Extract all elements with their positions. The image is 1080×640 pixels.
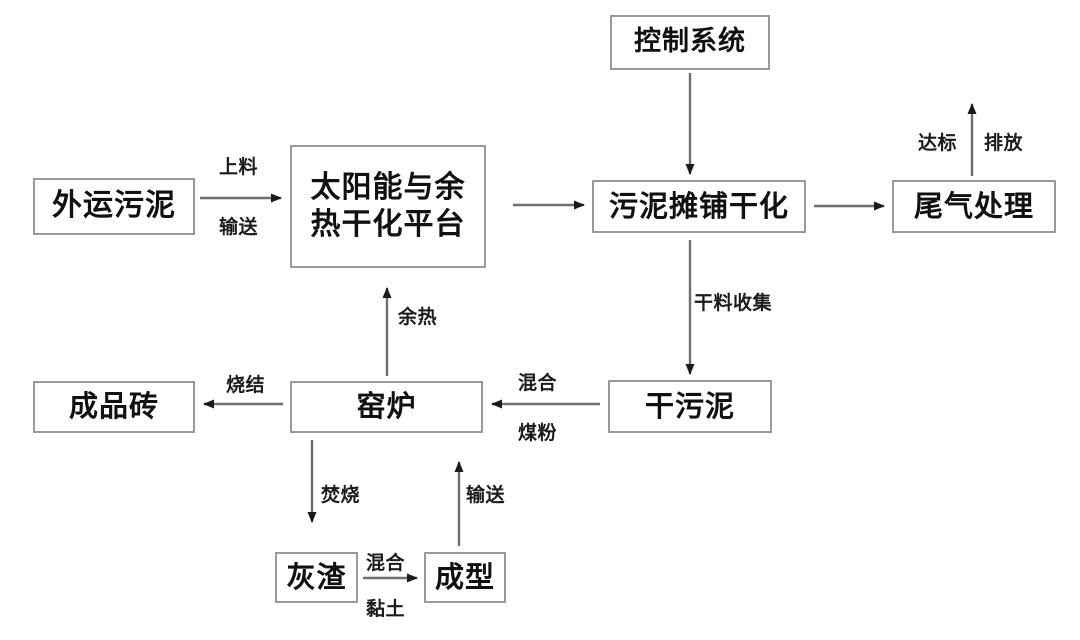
node-kiln[interactable]: 窑炉	[290, 381, 483, 433]
node-forming[interactable]: 成型	[424, 552, 506, 603]
edge-label-mix-top: 混合	[518, 372, 558, 394]
edge-label-emission-discharge: 排放	[984, 132, 1024, 154]
node-drying-platform-line2: 热干化平台	[310, 206, 466, 242]
edge-label-clay: 黏土	[366, 598, 406, 620]
edge-label-sintering: 烧结	[226, 374, 266, 396]
node-drying-platform-line1: 太阳能与余	[310, 169, 466, 205]
node-sludge-spreading[interactable]: 污泥摊铺干化	[592, 180, 806, 233]
edge-label-incineration: 焚烧	[321, 484, 361, 506]
node-ash-slag[interactable]: 灰渣	[275, 552, 358, 603]
edge-label-feeding-bottom: 输送	[219, 216, 259, 238]
node-dry-sludge[interactable]: 干污泥	[608, 380, 772, 433]
edge-label-mix-clay-top: 混合	[366, 552, 406, 574]
edge-label-dry-collection: 干料收集	[694, 292, 773, 314]
node-external-sludge[interactable]: 外运污泥	[33, 178, 195, 235]
node-finished-brick[interactable]: 成品砖	[33, 381, 195, 433]
edge-label-waste-heat: 余热	[398, 306, 438, 328]
edge-label-feeding-top: 上料	[219, 156, 259, 178]
edge-label-emission-standard: 达标	[918, 132, 958, 154]
node-gas-treatment[interactable]: 尾气处理	[892, 180, 1056, 233]
edge-label-conveying: 输送	[466, 484, 506, 506]
node-control-system[interactable]: 控制系统	[610, 15, 770, 70]
node-drying-platform[interactable]: 太阳能与余 热干化平台	[290, 145, 486, 268]
edge-label-coal-powder: 煤粉	[518, 422, 558, 444]
